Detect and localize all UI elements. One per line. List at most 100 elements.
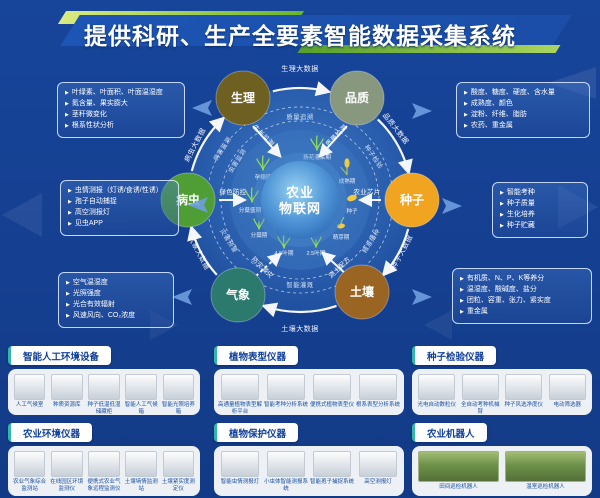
- product-item: 光电自动数粒仪: [416, 374, 458, 409]
- list-item: ▶淀粉、纤维、脂肪: [464, 110, 582, 121]
- side-box-quality: ▶酸度、糖度、硬度、含水量 ▶成熟度、颜色 ▶淀粉、纤维、脂肪 ▶农药、重金属: [456, 82, 590, 138]
- stage-label-booting: 孕穗期: [255, 173, 272, 181]
- product-image: [220, 374, 260, 400]
- bullet-arrow-icon: ▶: [66, 302, 70, 308]
- panel-title: 农业环境仪器: [8, 423, 93, 442]
- list-item: ▶成熟度、颜色: [464, 99, 582, 110]
- list-item: ▶高空测报灯: [68, 208, 171, 219]
- bullet-arrow-icon: ▶: [65, 112, 69, 118]
- svg-text:种子: 种子: [399, 192, 424, 207]
- side-box-physiology: ▶叶绿素、叶面积、叶面温湿度 ▶氮含量、果实膨大 ▶茎秆微变化 ▶根系性状分析: [57, 82, 185, 138]
- outer-arc-label-soil: 土壤大数据: [281, 324, 319, 333]
- bullet-arrow-icon: ▶: [500, 223, 504, 229]
- inner-arc-label-traceability: 质量追溯: [286, 112, 313, 121]
- bullet-arrow-icon: ▶: [464, 112, 468, 118]
- spoke-arrows: [219, 125, 381, 277]
- side-box-pest: ▶虫情测报（灯诱/食诱/性诱） ▶孢子自动捕捉 ▶高空测报灯 ▶见虫APP: [60, 180, 179, 236]
- inner-arc-label-irrigation: 智能灌溉: [286, 280, 313, 289]
- bullet-arrow-icon: ▶: [464, 90, 468, 96]
- product-image: [358, 374, 398, 400]
- product-image: [220, 451, 260, 477]
- page-title: 提供科研、生产全要素智能数据采集系统: [84, 23, 516, 49]
- bullet-arrow-icon: ▶: [500, 212, 504, 218]
- node-physiology: 生理: [215, 70, 271, 126]
- bullet-arrow-icon: ▶: [65, 90, 69, 96]
- panel-title: 植物表型仪器: [214, 346, 299, 365]
- bullet-arrow-icon: ▶: [464, 123, 468, 129]
- product-item: 温室巡检机器人: [503, 451, 588, 491]
- product-item: 电动筛选器: [547, 374, 589, 409]
- panel-title: 种子检验仪器: [412, 346, 497, 365]
- bullet-arrow-icon: ▶: [460, 298, 464, 304]
- product-item: 在线园区环境监测仪: [49, 451, 84, 493]
- bullet-arrow-icon: ▶: [500, 201, 504, 207]
- panel-title: 植物保护仪器: [214, 423, 299, 442]
- product-image: [505, 374, 543, 400]
- product-item: 小虫体智能测报系统: [264, 451, 308, 493]
- product-image: [13, 374, 46, 400]
- list-item: ▶生化培养: [500, 210, 580, 221]
- product-item: 全自动考种机械臂: [460, 374, 502, 416]
- bullet-arrow-icon: ▶: [460, 276, 464, 282]
- product-item: 根系表型分析系统: [356, 374, 400, 409]
- bullet-arrow-icon: ▶: [65, 123, 69, 129]
- panel-card: 智能虫情测报灯 小虫体智能测报系统 智能孢子捕捉系统 高空测报灯: [214, 446, 404, 496]
- list-item: ▶光合有效辐射: [66, 300, 166, 311]
- bullet-arrow-icon: ▶: [65, 101, 69, 107]
- product-image: [13, 451, 46, 477]
- hub-agri-iot: 农业 物联网: [253, 153, 347, 247]
- panel-title: 智能人工环境设备: [8, 346, 112, 365]
- list-item: ▶叶绿素、叶面积、叶面温湿度: [65, 88, 177, 99]
- product-item: 人工气候室: [12, 374, 47, 409]
- side-box-soil: ▶有机质、N、P、K等养分 ▶温湿度、酸碱度、盐分 ▶团粒、容重、张力、紧实度 …: [452, 268, 592, 324]
- stage-label-flowering-filling: 扬花灌浆期: [303, 153, 331, 161]
- product-image: [162, 374, 195, 400]
- product-item: 高通量植物表型解析平台: [218, 374, 262, 416]
- side-box-seed: ▶智能考种 ▶种子质量 ▶生化培养 ▶种子贮藏: [492, 182, 588, 238]
- stage-label-tillering: 分蘖期: [251, 231, 268, 239]
- panel-agriculture-robots: 农业机器人 田间巡检机器人 温室巡检机器人: [412, 423, 592, 496]
- list-item: ▶重金属: [460, 307, 584, 318]
- list-item: ▶团粒、容重、张力、紧实度: [460, 296, 584, 307]
- product-image: [266, 451, 306, 477]
- svg-text:生理: 生理: [231, 90, 255, 105]
- list-item: ▶有机质、N、P、K等养分: [460, 274, 584, 285]
- panel-phenotype-instruments: 植物表型仪器 高通量植物表型解析平台 智能考种分析系统 便携式植物表型仪 根系表…: [214, 346, 404, 415]
- list-item: ▶风速风向、CO₂浓度: [66, 311, 166, 322]
- list-item: ▶孢子自动捕捉: [68, 197, 171, 208]
- list-item: ▶种子贮藏: [500, 221, 580, 232]
- panel-title: 农业机器人: [412, 423, 487, 442]
- iot-circle-diagram: 生理大数据 品质大数据 种子大数据 土壤大数据 气象大数据 病虫大数据 质量追溯…: [2, 64, 598, 340]
- product-item: 农业气象综合监测站: [12, 451, 47, 493]
- growth-stage-ring: 种子 萌芽期 2.5叶期 4.5叶期 分蘖期 分蘖盛期 孕穗期 扬花灌浆期 成熟…: [239, 135, 358, 257]
- bullet-arrow-icon: ▶: [500, 190, 504, 196]
- product-item: 智能孢子捕捉系统: [310, 451, 354, 486]
- product-item: 土壤紧实度测定仪: [161, 451, 196, 493]
- bullet-arrow-icon: ▶: [460, 309, 464, 315]
- svg-text:品质: 品质: [345, 90, 369, 105]
- stage-label-maturity: 成熟期: [339, 177, 356, 185]
- hub-label-line2: 物联网: [279, 201, 321, 216]
- node-weather: 气象: [210, 267, 266, 323]
- bullet-arrow-icon: ▶: [460, 287, 464, 293]
- spoke-label-ag-chip: 农业芯片: [353, 187, 380, 196]
- node-quality: 品质: [329, 70, 385, 126]
- product-photo: [418, 451, 499, 482]
- list-item: ▶农药、重金属: [464, 121, 582, 132]
- stage-label-seed: 种子: [346, 207, 358, 215]
- product-item: 智能人工气候箱: [124, 374, 159, 416]
- list-item: ▶酸度、糖度、硬度、含水量: [464, 88, 582, 99]
- list-item: ▶根系性状分析: [65, 121, 177, 132]
- list-item: ▶虫情测报（灯诱/食诱/性诱）: [68, 186, 171, 197]
- product-image: [312, 451, 352, 477]
- list-item: ▶温湿度、酸碱度、盐分: [460, 285, 584, 296]
- product-image: [51, 451, 83, 477]
- bullet-arrow-icon: ▶: [68, 210, 72, 216]
- list-item: ▶种子质量: [500, 199, 580, 210]
- list-item: ▶见虫APP: [68, 219, 171, 230]
- outer-arc-label-physiology: 生理大数据: [281, 64, 319, 73]
- product-image: [51, 374, 83, 400]
- decorative-swoosh: [2, 67, 598, 340]
- panel-smart-env-equipment: 智能人工环境设备 人工气候室 种质资源库 种子低温低湿储藏柜 智能人工气候箱 智…: [8, 346, 200, 415]
- product-item: 种质资源库: [49, 374, 84, 409]
